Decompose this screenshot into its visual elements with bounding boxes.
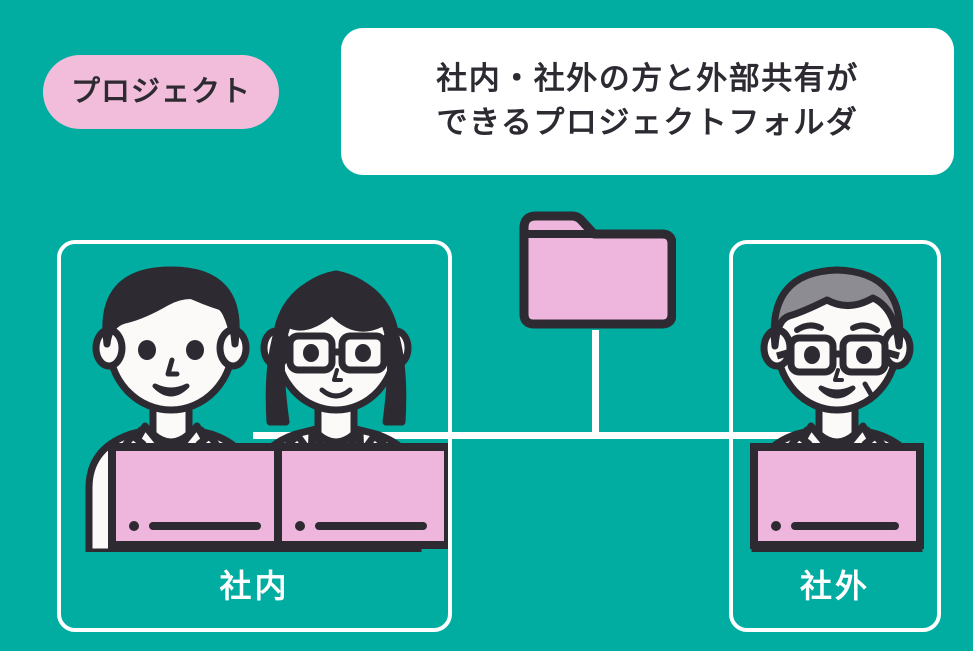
connector-vertical	[592, 330, 599, 438]
group-label-internal: 社内	[219, 568, 290, 604]
laptop-icon	[749, 442, 925, 550]
people-internal	[61, 244, 448, 628]
header-card-line2: できるプロジェクトフォルダ	[436, 105, 859, 141]
header-card-text: 社内・社外の方と外部共有が できるプロジェクトフォルダ	[341, 57, 954, 147]
project-badge: プロジェクト	[43, 55, 279, 129]
folder-icon	[516, 202, 677, 334]
header-card-line1: 社内・社外の方と外部共有が	[436, 60, 859, 96]
laptop-icon	[273, 442, 448, 550]
group-box-internal: 社内	[57, 240, 452, 632]
people-external	[733, 244, 937, 628]
header-card: 社内・社外の方と外部共有が できるプロジェクトフォルダ	[341, 28, 954, 175]
project-badge-label: プロジェクト	[70, 75, 251, 108]
laptop-icon	[107, 442, 287, 550]
group-label-external: 社外	[799, 568, 870, 604]
group-box-external: 社外	[729, 240, 941, 632]
connector-horizontal	[253, 432, 837, 439]
